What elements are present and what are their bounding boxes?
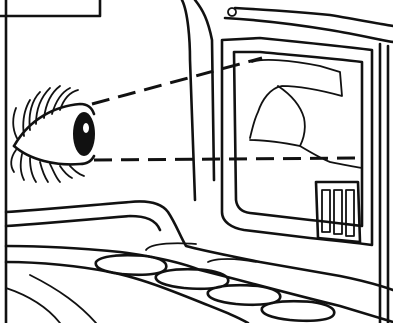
rear-window-frame <box>220 36 374 247</box>
iris <box>73 112 95 156</box>
cargo-floor <box>4 200 393 323</box>
corner-label-box <box>0 0 102 18</box>
side-vent <box>314 180 362 244</box>
lower-sightline <box>93 156 363 162</box>
rivet-icon <box>227 7 237 17</box>
floor-ribs <box>94 242 336 323</box>
sightlines <box>91 56 363 162</box>
right-pillar <box>378 42 390 323</box>
vehicle-body-outline <box>180 0 393 202</box>
eye-icon <box>10 85 96 183</box>
upper-sightline <box>91 56 263 106</box>
